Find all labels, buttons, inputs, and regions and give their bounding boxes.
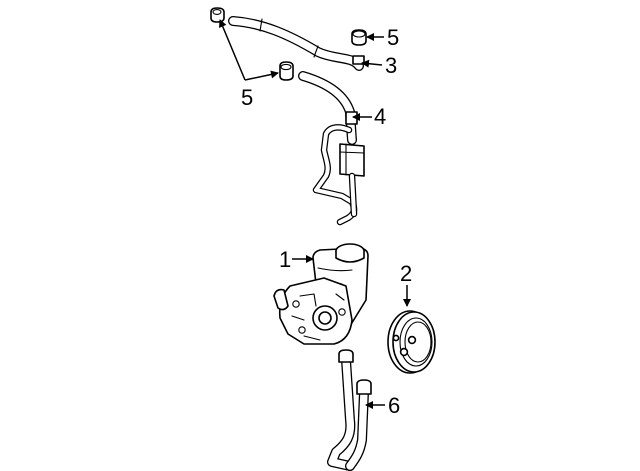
leader-3 bbox=[361, 59, 383, 68]
callout-3: 3 bbox=[385, 53, 397, 78]
leader-5b-up bbox=[219, 19, 246, 81]
pump-pulley bbox=[387, 310, 436, 374]
clamp-cap-top-left bbox=[210, 7, 225, 23]
clamp-cap-middle bbox=[279, 61, 294, 81]
callout-5-left: 5 bbox=[241, 85, 253, 110]
leader-5b-right bbox=[244, 70, 279, 81]
reservoir-hose bbox=[327, 349, 372, 471]
pressure-hose-assembly bbox=[298, 71, 365, 226]
callout-5-top: 5 bbox=[387, 25, 399, 50]
callout-2: 2 bbox=[400, 261, 412, 286]
return-hose bbox=[228, 16, 365, 71]
callout-4: 4 bbox=[374, 104, 386, 129]
clamp-cap-top-right bbox=[351, 29, 367, 46]
callout-6: 6 bbox=[388, 393, 400, 418]
callout-1: 1 bbox=[279, 247, 291, 272]
power-steering-pump bbox=[273, 243, 369, 345]
